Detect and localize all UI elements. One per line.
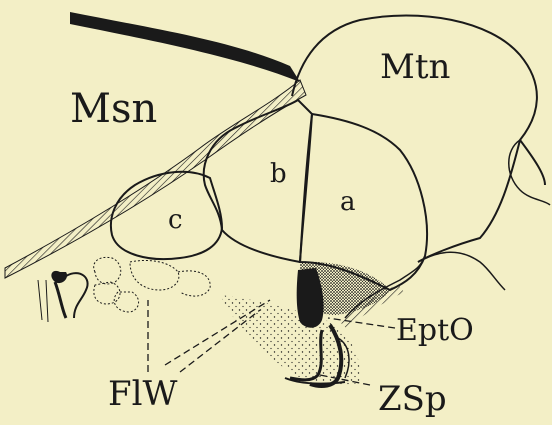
mtn-lower-branch [418,252,505,290]
mtn-right-notch [509,140,550,205]
label-zsp: ZSp [378,379,447,419]
label-eptd: EptO [396,313,474,348]
label-mtn: Mtn [380,47,450,87]
upper-boundary-curve [70,12,300,82]
left-curled-structure [38,271,88,322]
label-c: c [168,205,183,235]
label-flw: FlW [108,374,177,414]
label-a: a [340,187,356,217]
label-b: b [270,159,287,189]
label-msn: Msn [70,86,157,132]
dotted-lobes [94,257,211,312]
